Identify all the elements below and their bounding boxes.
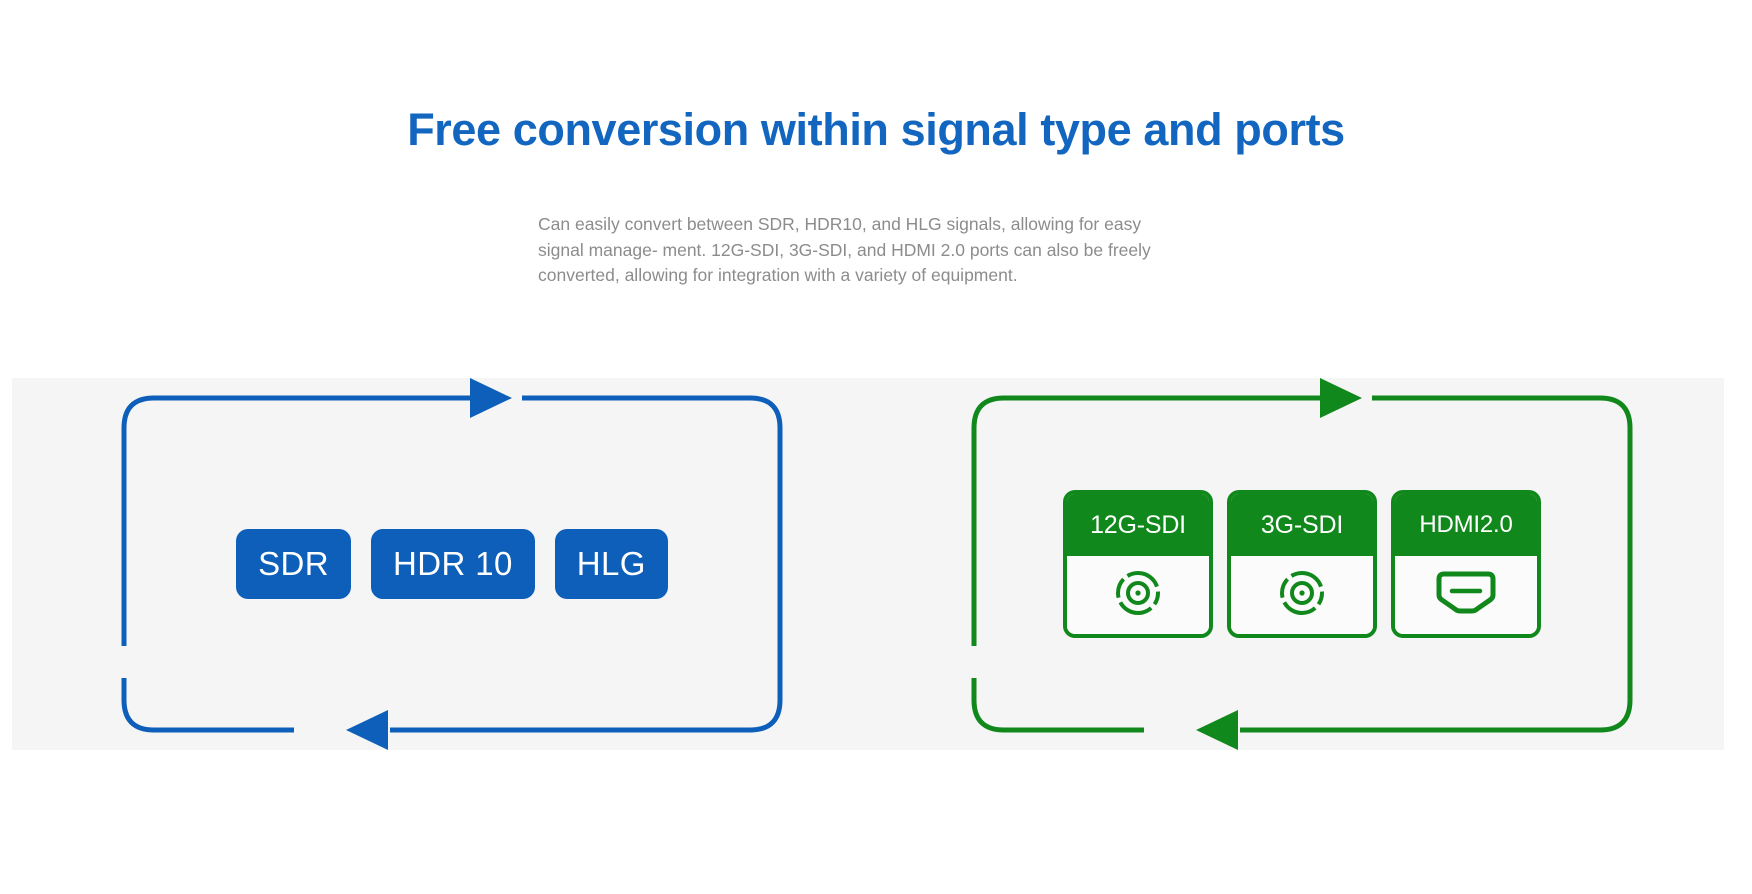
arrow-right-icon [1320, 378, 1362, 418]
arrow-left-icon [1196, 710, 1238, 750]
description-paragraph: Can easily convert between SDR, HDR10, a… [538, 214, 1151, 285]
signal-chip-hdr10[interactable]: HDR 10 [371, 529, 535, 599]
port-card-icon-area [1231, 556, 1373, 634]
page-title: Free conversion within signal type and p… [407, 104, 1345, 155]
port-card-label: 12G-SDI [1067, 494, 1209, 556]
port-card-12g-sdi[interactable]: 12G-SDI [1063, 490, 1213, 638]
diagram-panel: SDR HDR 10 HLG 12G-SDI [12, 378, 1724, 750]
signal-chip-hlg[interactable]: HLG [554, 529, 668, 599]
signal-type-loop: SDR HDR 10 HLG [121, 378, 783, 750]
port-type-loop: 12G-SDI 3G-SDI [971, 378, 1633, 750]
signal-chip-row: SDR HDR 10 HLG [122, 378, 782, 750]
port-card-3g-sdi[interactable]: 3G-SDI [1227, 490, 1377, 638]
port-card-icon-area [1395, 556, 1537, 634]
port-card-row: 12G-SDI 3G-SDI [972, 378, 1632, 750]
port-card-hdmi20[interactable]: HDMI2.0 [1391, 490, 1541, 638]
port-loop-path [971, 378, 1633, 750]
signal-chip-sdr[interactable]: SDR [236, 529, 352, 599]
port-card-label: HDMI2.0 [1395, 494, 1537, 556]
hdmi-connector-icon [1433, 571, 1499, 620]
arrow-left-icon [346, 710, 388, 750]
signal-loop-path [121, 378, 783, 750]
bnc-connector-icon [1274, 565, 1330, 626]
bnc-connector-icon [1110, 565, 1166, 626]
arrow-right-icon [470, 378, 512, 418]
port-card-label: 3G-SDI [1231, 494, 1373, 556]
port-card-icon-area [1067, 556, 1209, 634]
